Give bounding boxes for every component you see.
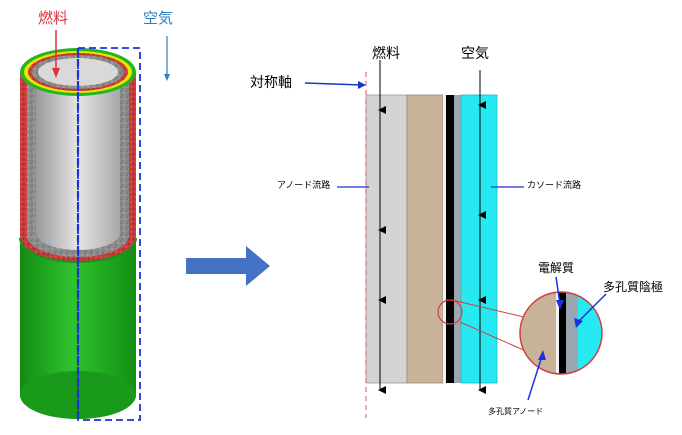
- porous-cathode-region: [454, 95, 461, 383]
- air-arrowhead-left: [164, 74, 170, 81]
- porous-cathode-pointer: [577, 293, 607, 323]
- transform-arrow: [186, 246, 270, 286]
- porous-cathode-label: 多孔質陰極: [603, 280, 664, 294]
- zoom-connector-2: [459, 321, 529, 353]
- symmetry-axis-pointer: [304, 82, 363, 86]
- cross-section: [304, 60, 607, 418]
- thin-white-layer: [443, 95, 446, 383]
- fuel-label-left: 燃料: [38, 9, 69, 27]
- fuel-arrowhead-left: [52, 68, 60, 78]
- electrolyte-region: [446, 95, 454, 383]
- cathode-channel-region: [460, 94, 498, 384]
- symmetry-axis-pointer-head: [358, 81, 366, 89]
- electrolyte-label: 電解質: [538, 261, 575, 275]
- porous-cathode-pointer-head: [574, 318, 583, 328]
- porous-anode-label: 多孔質アノード: [488, 407, 544, 416]
- electrolyte-pointer: [555, 276, 561, 305]
- fuel-label-right: 燃料: [372, 46, 400, 62]
- symmetry-axis-label: 対称軸: [250, 75, 292, 91]
- tube-3d: [19, 30, 170, 421]
- zoom-detail-border: [519, 291, 603, 375]
- anode-channel-region: [365, 94, 408, 384]
- porous-anode-pointer-head: [538, 350, 546, 360]
- cathode-channel-label: カソード流路: [527, 181, 582, 191]
- air-label-left: 空気: [143, 9, 174, 27]
- electrolyte-pointer-head: [556, 300, 564, 310]
- zoom-connector-1: [451, 299, 529, 319]
- porous-anode-pointer: [527, 355, 543, 401]
- zoom-source-circle: [437, 299, 463, 325]
- porous-anode-region: [406, 94, 444, 384]
- tube-section-outline: [77, 47, 141, 421]
- anode-channel-label: アノード流路: [277, 181, 331, 191]
- air-label-right: 空気: [461, 46, 489, 62]
